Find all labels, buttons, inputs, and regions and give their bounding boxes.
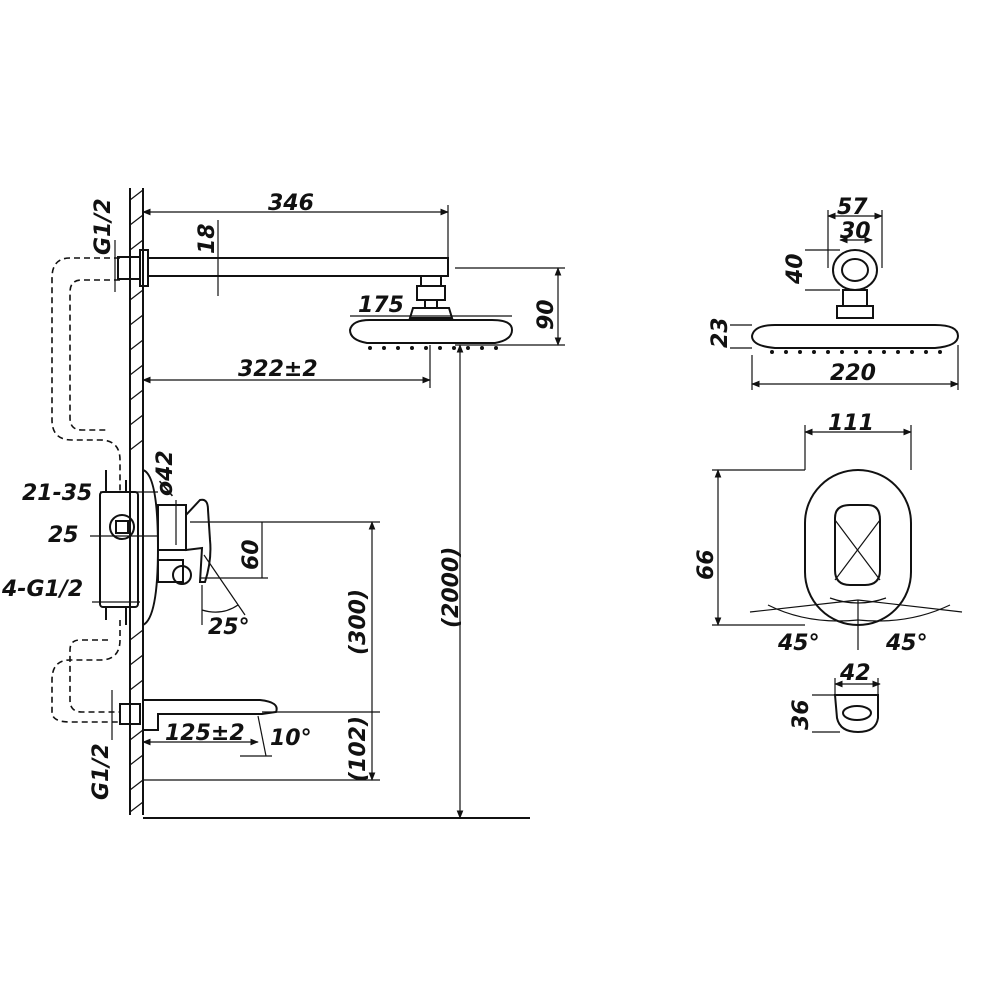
shower-arm — [117, 249, 449, 287]
dim-handle-height: 60 — [239, 539, 264, 570]
dim-total-height: (2000) — [439, 547, 464, 628]
dim-body-inlets: 4-G1/2 — [1, 577, 83, 602]
dim-spout-angle: 10° — [270, 726, 312, 751]
dim-plate-width: 111 — [828, 411, 874, 436]
dim-inlet-bottom: G1/2 — [89, 743, 114, 800]
spout-front — [812, 678, 881, 734]
dim-handle-left-angle: 45° — [777, 631, 820, 656]
tub-spout-side — [119, 699, 278, 731]
dimension-labels: 346 18 175 90 322±2 (2000) (300) (102) 1… — [1, 191, 928, 800]
dim-mixer-height: (300) — [346, 589, 371, 655]
dim-escutcheon-diameter: ø42 — [153, 450, 178, 497]
dim-spout-width: 42 — [839, 661, 871, 686]
dim-arm-length: 346 — [268, 191, 314, 216]
dim-arm-height: 18 — [195, 223, 220, 254]
concealed-pipe — [51, 257, 121, 723]
shower-head-side — [348, 275, 514, 350]
shower-head-front — [750, 249, 960, 354]
dim-plate-height: 66 — [694, 549, 719, 580]
dim-head-thickness: 23 — [708, 317, 733, 348]
dim-handle-right-angle: 45° — [885, 631, 928, 656]
dim-head-diameter: 220 — [830, 361, 876, 386]
dim-head-diameter-side: 175 — [358, 293, 404, 318]
dim-spout-depth: 36 — [789, 699, 814, 730]
dim-inlet-top: G1/2 — [91, 198, 116, 255]
dim-joint-height: 40 — [783, 253, 808, 285]
dim-body-offset: 25 — [48, 523, 79, 548]
dimension-lines-side — [90, 205, 565, 819]
dim-wall-range: 21-35 — [22, 481, 92, 506]
dimension-lines-front — [730, 210, 959, 390]
dim-joint-inner: 30 — [840, 219, 871, 244]
dim-spout-height: (102) — [346, 716, 371, 782]
dim-handle-angle: 25° — [208, 615, 250, 640]
dim-joint-width: 57 — [837, 195, 868, 220]
dim-spout-projection: 125±2 — [165, 721, 245, 746]
dim-arm-projection: 322±2 — [238, 357, 318, 382]
dim-head-drop: 90 — [534, 299, 559, 330]
dimension-lines-plate — [712, 425, 963, 650]
